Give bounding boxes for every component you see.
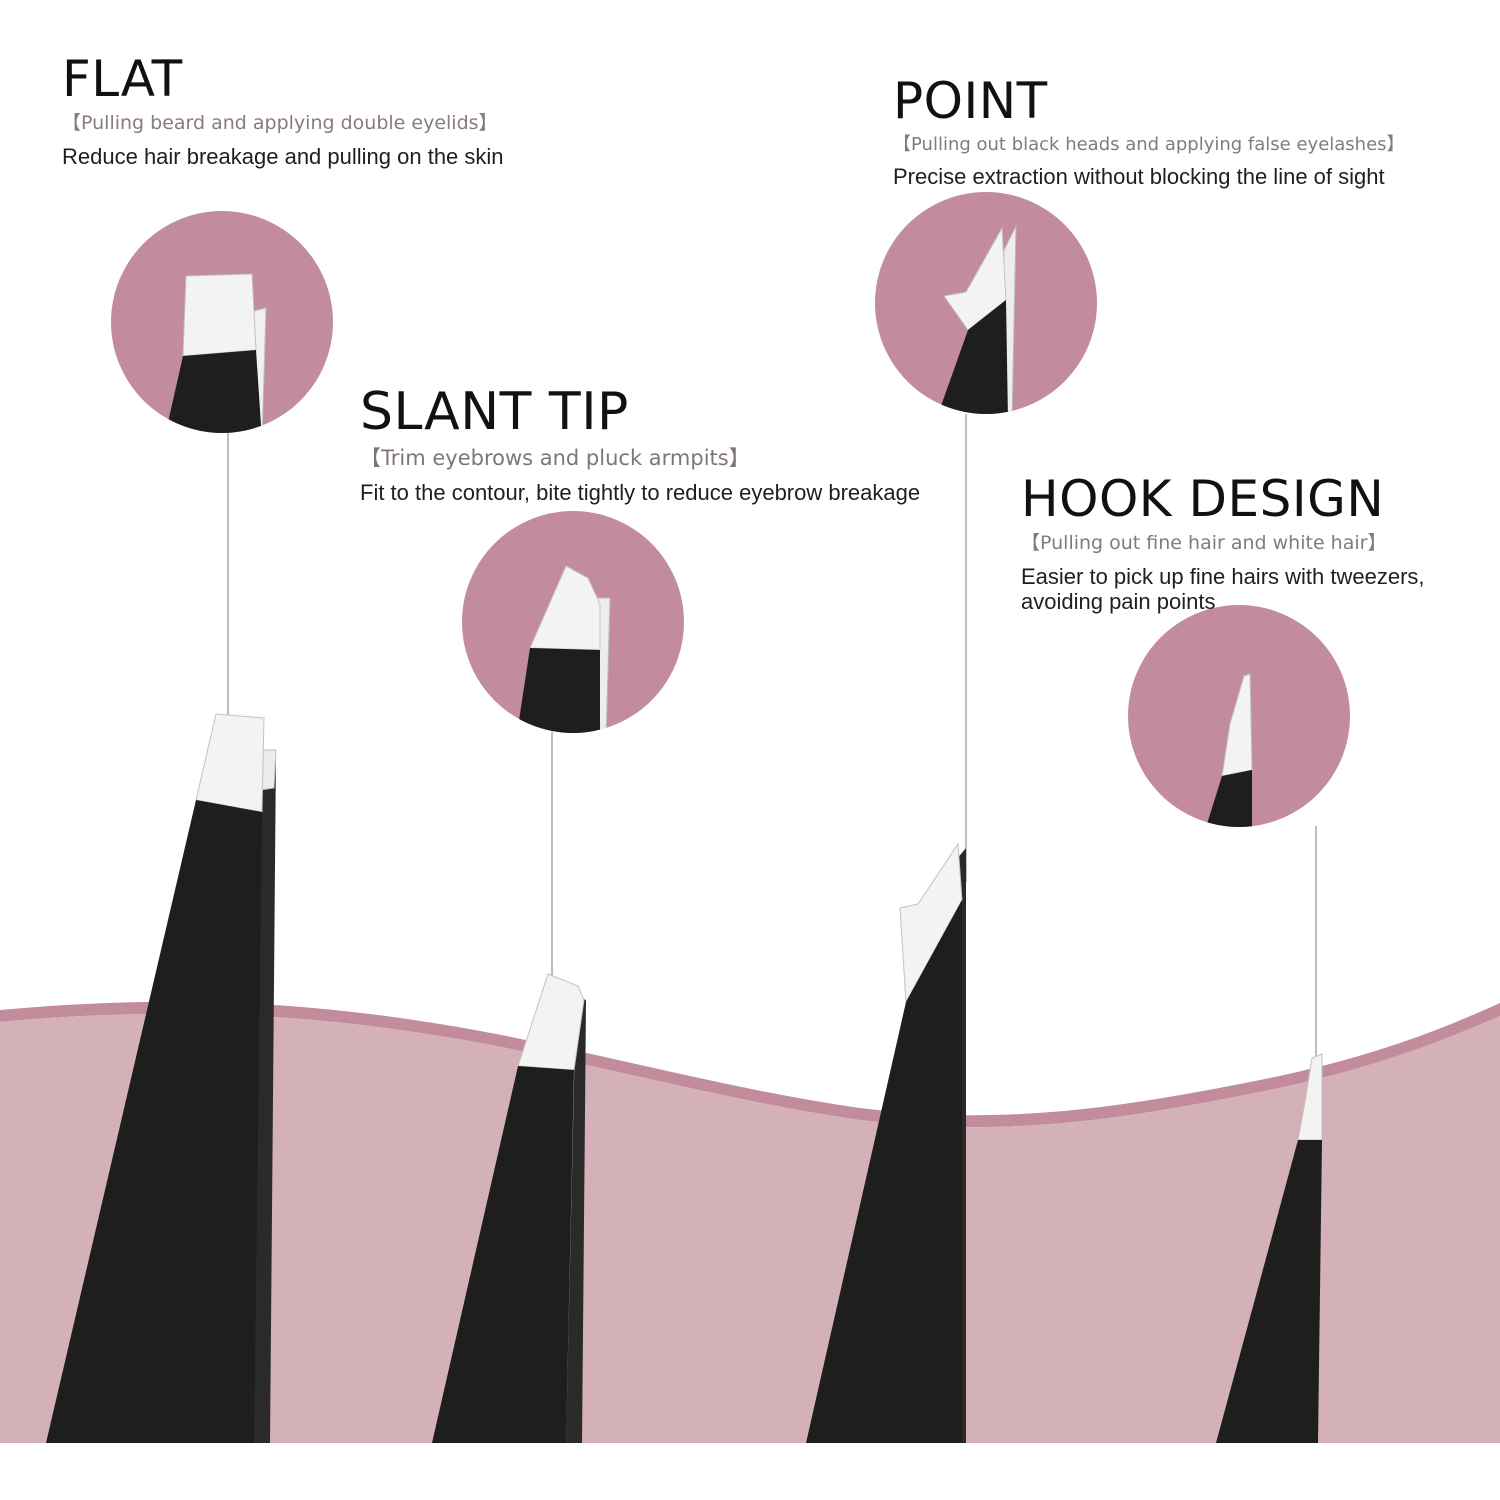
slant-tweezer-illustration (432, 973, 586, 1443)
point-title: POINT (893, 72, 1048, 130)
slant-title: SLANT TIP (360, 382, 629, 442)
flat-description: Reduce hair breakage and pulling on the … (62, 143, 504, 169)
flat-tip-zoom-icon (111, 211, 333, 433)
hook-title: HOOK DESIGN (1021, 470, 1385, 528)
hook-tweezer-illustration (1216, 1053, 1323, 1443)
flat-title: FLAT (62, 50, 183, 108)
hook-description: Easier to pick up fine hairs with tweeze… (1021, 563, 1425, 614)
flat-subtitle: 【Pulling beard and applying double eyeli… (62, 112, 498, 134)
slant-subtitle: 【Trim eyebrows and pluck armpits】 (360, 446, 750, 471)
hook-section: HOOK DESIGN 【Pulling out fine hair and w… (1021, 472, 1481, 614)
hook-subtitle: 【Pulling out fine hair and white hair】 (1021, 532, 1387, 554)
point-tip-zoom-icon (875, 192, 1097, 414)
point-tweezer-illustration (806, 842, 966, 1443)
hook-tip-zoom-icon (1128, 605, 1350, 827)
flat-tweezer-illustration (46, 713, 277, 1443)
point-description: Precise extraction without blocking the … (893, 164, 1385, 190)
point-subtitle: 【Pulling out black heads and applying fa… (893, 134, 1405, 155)
wave-band (0, 1013, 1500, 1443)
flat-section: FLAT 【Pulling beard and applying double … (62, 52, 504, 169)
slant-description: Fit to the contour, bite tightly to redu… (360, 480, 921, 506)
slant-section: SLANT TIP 【Trim eyebrows and pluck armpi… (360, 382, 921, 506)
slant-tip-zoom-icon (462, 511, 684, 733)
point-section: POINT 【Pulling out black heads and apply… (893, 74, 1405, 190)
